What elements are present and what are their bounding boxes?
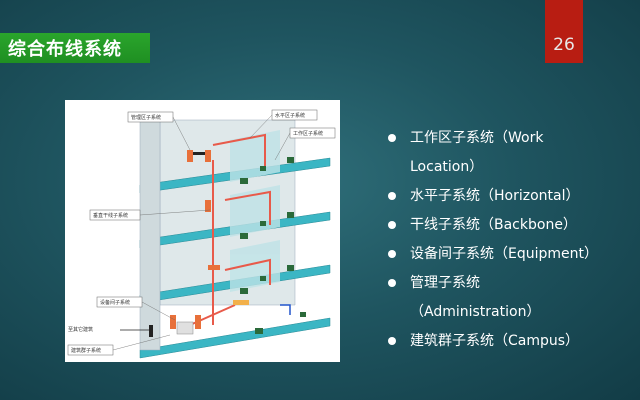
list-item: 设备间子系统（Equipment） [388,240,640,269]
cabling-diagram: 管理区子系统 水平区子系统 工作区子系统 垂直干线子系统 设备间子系统 至其它建… [65,100,340,362]
bullet-icon [388,134,396,142]
label-campus: 建筑群子系统 [71,347,101,354]
page-number: 26 [553,35,575,55]
building-illustration: 管理区子系统 水平区子系统 工作区子系统 垂直干线子系统 设备间子系统 至其它建… [67,109,336,359]
list-item-continuation: Location） [410,159,484,175]
list-item: 干线子系统（Backbone） [388,211,640,240]
list-item-continuation: （Administration） [410,304,541,320]
list-item: 管理子系统 [388,269,640,298]
slide-title-bar: 综合布线系统 [0,33,150,63]
list-item: 工作区子系统（Work [388,124,640,153]
label-horizontal: 水平区子系统 [275,112,305,119]
label-equipment: 设备间子系统 [100,299,130,306]
bullet-icon [388,337,396,345]
label-work-area: 工作区子系统 [293,130,323,137]
equipment-boxes [170,150,249,329]
label-management: 管理区子系统 [131,114,161,121]
cable-runs [189,133,271,326]
bullet-icon [388,279,396,287]
bullet-icon [388,250,396,258]
label-other-building: 至其它建筑 [68,326,93,333]
label-backbone: 垂直干线子系统 [93,212,128,219]
bullet-icon [388,192,396,200]
list-item: 建筑群子系统（Campus） [388,327,640,356]
partition-panels [230,130,280,292]
subsystem-list: 工作区子系统（Work Location） 水平子系统（Horizontal） … [388,124,640,356]
bullet-icon [388,221,396,229]
page-number-box: 26 [545,0,583,63]
workstations [240,157,306,334]
slide-title: 综合布线系统 [8,39,122,60]
list-item: 水平子系统（Horizontal） [388,182,640,211]
